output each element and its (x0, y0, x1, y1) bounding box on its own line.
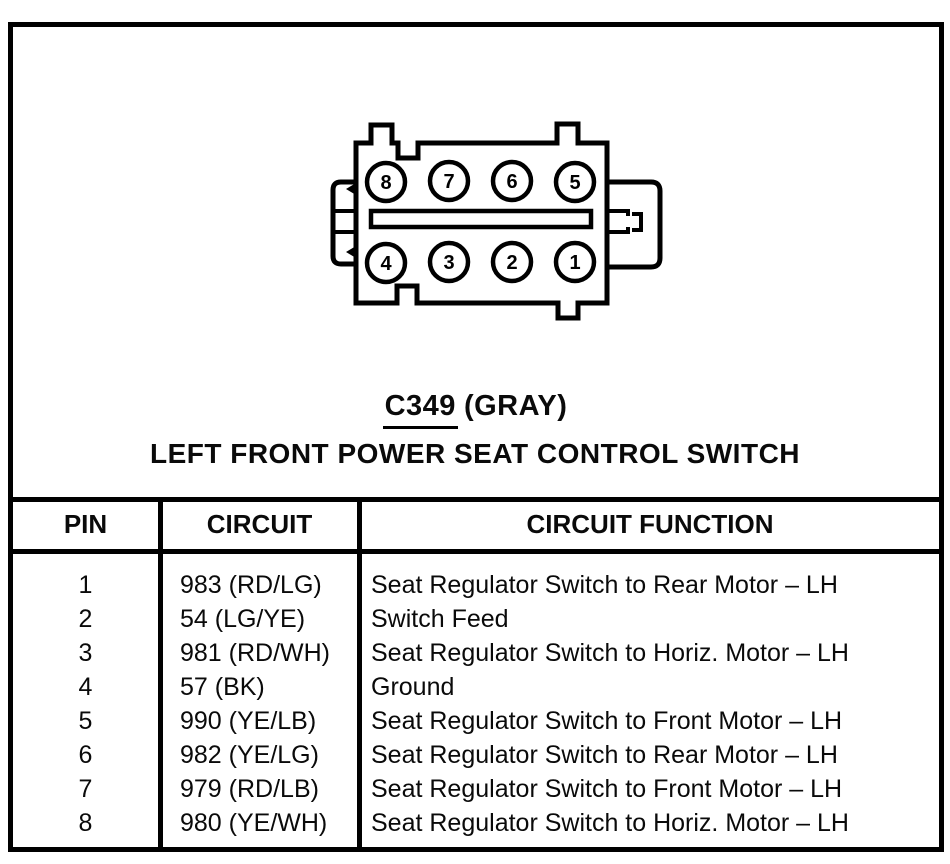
connector-id-caption: C349(GRAY) (0, 390, 950, 429)
pin-cavity-6: 6 (490, 159, 534, 203)
latch-arrow-top (346, 183, 356, 195)
table-header-row: PIN CIRCUIT CIRCUIT FUNCTION (13, 500, 939, 549)
circuit-code: 54 (LG/YE) (180, 604, 306, 633)
pin-cavity-1: 1 (553, 240, 597, 284)
svg-text:2: 2 (506, 252, 517, 274)
header-circuit-function: CIRCUIT FUNCTION (526, 509, 774, 539)
table-row: 7 979 (RD/LB) Seat Regulator Switch to F… (13, 772, 939, 806)
pin-cavity-5: 5 (553, 160, 597, 204)
pin-number: 7 (78, 774, 93, 803)
pin-number: 4 (78, 672, 93, 701)
pin-number: 8 (78, 808, 93, 837)
pin-number: 3 (78, 638, 93, 667)
circuit-code: 979 (RD/LB) (180, 774, 319, 803)
connector-right-latch (607, 179, 663, 270)
table-row: 6 982 (YE/LG) Seat Regulator Switch to R… (13, 738, 939, 772)
header-pin: PIN (63, 509, 108, 539)
pinout-table-body: 1 983 (RD/LG) Seat Regulator Switch to R… (13, 554, 939, 847)
circuit-code: 990 (YE/LB) (180, 706, 317, 735)
pin-number: 1 (78, 570, 93, 599)
pin-cavity-7: 7 (427, 159, 471, 203)
svg-text:7: 7 (443, 171, 454, 193)
circuit-function: Seat Regulator Switch to Front Motor – L… (371, 706, 843, 735)
svg-text:6: 6 (506, 171, 517, 193)
table-row: 5 990 (YE/LB) Seat Regulator Switch to F… (13, 704, 939, 738)
circuit-code: 983 (RD/LG) (180, 570, 322, 599)
circuit-function: Ground (371, 672, 455, 701)
table-rule-header-top (8, 497, 944, 502)
circuit-code: 57 (BK) (180, 672, 265, 701)
table-row: 4 57 (BK) Ground (13, 670, 939, 704)
circuit-function: Seat Regulator Switch to Horiz. Motor – … (371, 808, 849, 837)
svg-text:4: 4 (380, 253, 392, 275)
pin-cavity-3: 3 (427, 240, 471, 284)
circuit-function: Seat Regulator Switch to Rear Motor – LH (371, 740, 838, 769)
diagram-frame (8, 22, 944, 852)
table-row: 8 980 (YE/WH) Seat Regulator Switch to H… (13, 806, 939, 840)
circuit-code: 981 (RD/WH) (180, 638, 331, 667)
svg-text:3: 3 (443, 252, 454, 274)
circuit-function: Seat Regulator Switch to Front Motor – L… (371, 774, 843, 803)
pin-cavity-4: 4 (364, 241, 408, 285)
table-rule-col-2 (357, 497, 362, 850)
circuit-function: Seat Regulator Switch to Rear Motor – LH (371, 570, 838, 599)
table-row: 2 54 (LG/YE) Switch Feed (13, 602, 939, 636)
pin-cavity-8: 8 (364, 160, 408, 204)
svg-text:8: 8 (380, 172, 391, 194)
pin-cavity-2: 2 (490, 240, 534, 284)
circuit-function: Seat Regulator Switch to Horiz. Motor – … (371, 638, 849, 667)
connector-id: C349 (382, 390, 458, 429)
pin-number: 6 (78, 740, 93, 769)
circuit-code: 980 (YE/WH) (180, 808, 328, 837)
svg-text:5: 5 (569, 172, 580, 194)
table-row: 1 983 (RD/LG) Seat Regulator Switch to R… (13, 568, 939, 602)
circuit-function: Switch Feed (371, 604, 509, 633)
svg-text:1: 1 (569, 252, 580, 274)
connector-color: (GRAY) (463, 390, 568, 422)
latch-arrow-bottom (346, 246, 356, 258)
circuit-code: 982 (YE/LG) (180, 740, 319, 769)
connector-keyway-slot (368, 208, 594, 230)
pin-number: 5 (78, 706, 93, 735)
table-rule-col-1 (158, 497, 163, 850)
connector-title: LEFT FRONT POWER SEAT CONTROL SWITCH (149, 438, 801, 469)
pin-number: 2 (78, 604, 93, 633)
table-row: 3 981 (RD/WH) Seat Regulator Switch to H… (13, 636, 939, 670)
table-rule-header-bottom (8, 549, 944, 554)
header-circuit: CIRCUIT (206, 509, 313, 539)
connector-left-latch (330, 179, 356, 267)
